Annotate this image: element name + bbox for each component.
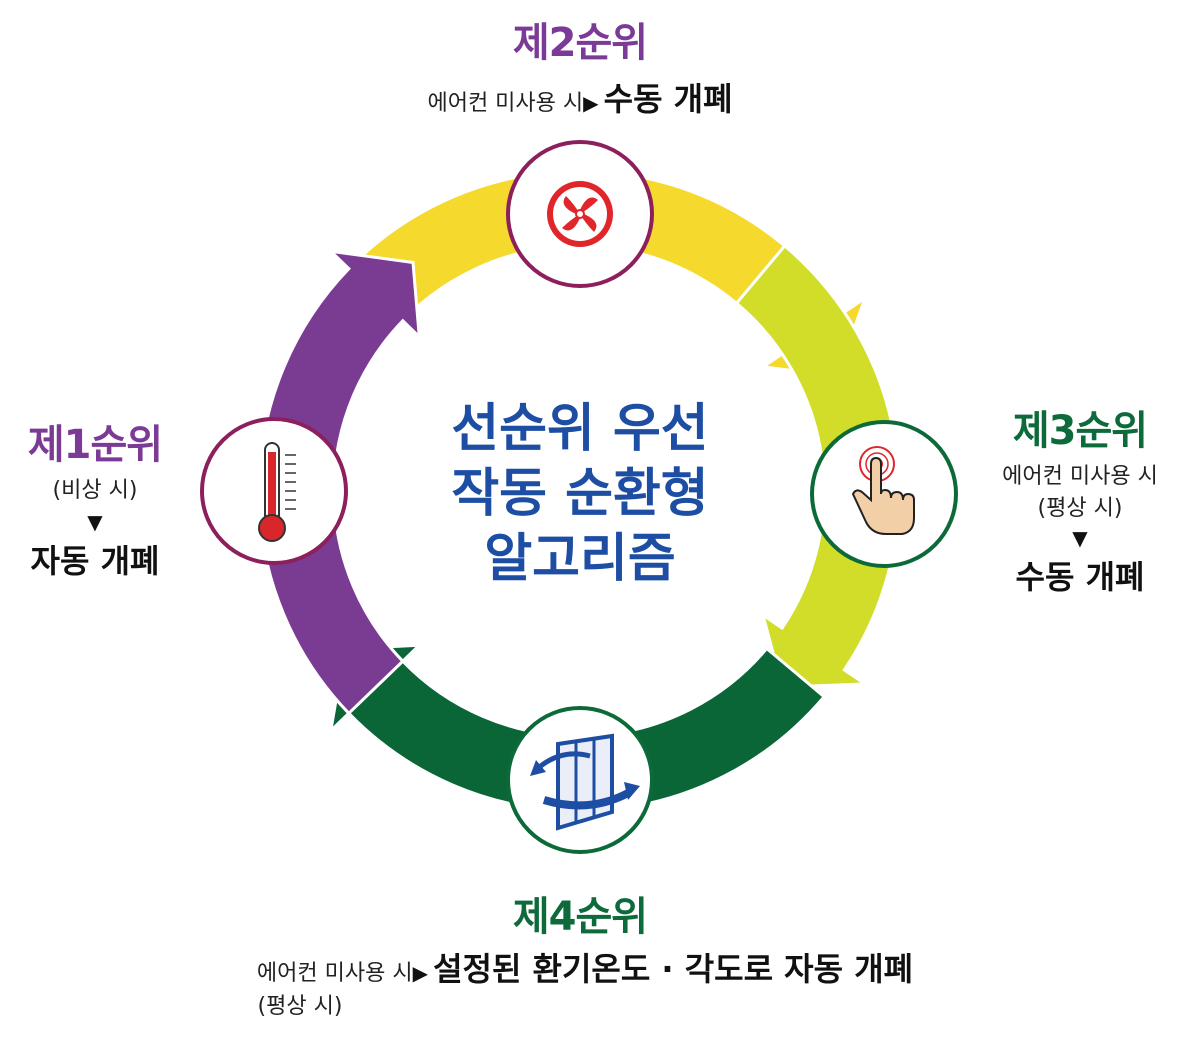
rank1-condition: (비상 시)	[52, 478, 138, 503]
rank4-condition2: (평상 시)	[257, 994, 343, 1019]
rank4-node	[506, 706, 654, 854]
fan-blade	[562, 214, 580, 231]
rank4-action: 설정된 환기온도 · 각도로 자동 개폐	[433, 950, 914, 988]
rank4-arrow: ▶	[412, 961, 428, 985]
rank4-condition: 에어컨 미사용 시	[256, 961, 413, 986]
fan-blade	[580, 214, 597, 232]
fan-icon	[547, 181, 613, 247]
rank2-description: 에어컨 미사용 시▶ 수동 개폐	[360, 74, 800, 120]
rank4-description: 에어컨 미사용 시▶ 설정된 환기온도 · 각도로 자동 개폐	[170, 944, 1000, 990]
rank1-action: 자동 개폐	[30, 542, 160, 580]
arrow-left	[257, 249, 422, 716]
rank3-condition2: (평상 시)	[1037, 496, 1123, 521]
rank3-label: 제3순위 에어컨 미사용 시 (평상 시) ▼ 수동 개폐	[970, 398, 1190, 598]
rank3-arrow: ▼	[1072, 526, 1088, 550]
center-title-line2: 작동 순환형	[451, 464, 708, 524]
rank1-arrow: ▼	[87, 510, 103, 534]
arrow-right	[734, 243, 901, 689]
rank1-label: 제1순위 (비상 시) ▼ 자동 개폐	[10, 412, 180, 582]
center-title-line1: 선순위 우선	[451, 399, 708, 459]
touch-button-icon	[851, 446, 915, 535]
rank1-title: 제1순위	[27, 422, 163, 468]
rank3-title: 제3순위	[1012, 408, 1148, 454]
rank2-title: 제2순위	[512, 20, 648, 66]
rank3-action: 수동 개폐	[1015, 558, 1145, 596]
rank1-node	[200, 417, 348, 565]
rank3-node	[810, 420, 958, 568]
rank4-title: 제4순위	[512, 894, 648, 940]
rank2-label: 제2순위	[380, 10, 780, 68]
window-airflow-icon	[530, 733, 640, 831]
fan-blade	[563, 196, 580, 214]
rank2-condition: 에어컨 미사용 시	[427, 91, 584, 116]
rank2-arrow: ▶	[583, 91, 599, 115]
center-title-line3: 알고리즘	[484, 529, 675, 589]
arrow-bottom	[328, 643, 827, 813]
thermometer-icon	[258, 442, 296, 542]
rank3-condition: 에어컨 미사용 시	[1002, 464, 1158, 489]
rank4-label: 제4순위	[380, 884, 780, 942]
center-title: 선순위 우선 작동 순환형 알고리즘	[451, 399, 708, 589]
rank2-node	[506, 140, 654, 288]
fan-blade	[580, 197, 598, 214]
rank2-action: 수동 개폐	[603, 80, 733, 118]
